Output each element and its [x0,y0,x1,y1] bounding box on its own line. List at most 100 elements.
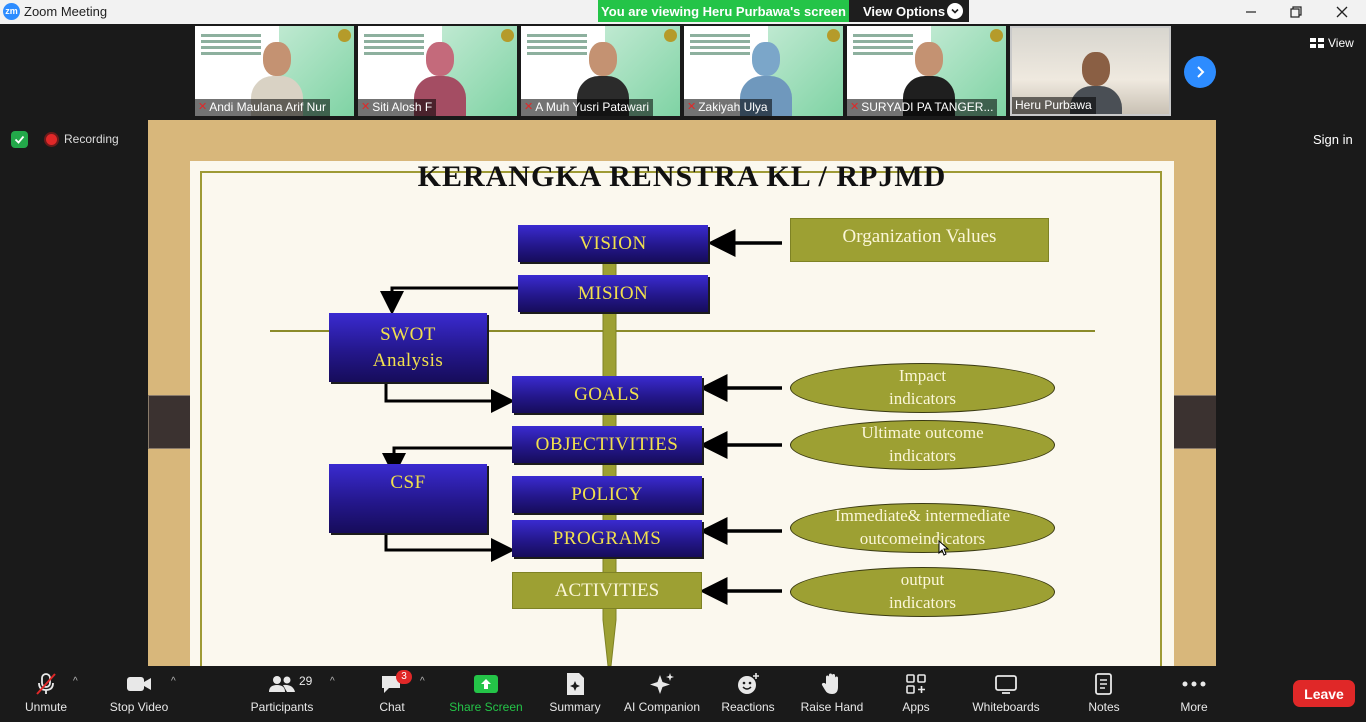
vision-box: VISION [518,225,708,262]
grid-view-icon [1310,38,1324,48]
raise-hand-button[interactable]: Raise Hand [798,670,866,720]
oval-line: indicators [888,593,957,612]
mouse-cursor-icon [938,540,950,556]
more-button[interactable]: More [1174,670,1214,720]
oval-line: indicators [888,446,957,465]
oval-line: indicators [888,389,957,408]
whiteboards-label: Whiteboards [972,700,1040,714]
chevron-up-icon[interactable]: ^ [171,676,176,687]
chevron-up-icon[interactable]: ^ [73,676,78,687]
chat-button[interactable]: Chat [374,670,410,720]
stop-video-button[interactable]: Stop Video [106,670,172,720]
close-button[interactable] [1319,0,1365,24]
smiley-plus-icon [738,673,759,694]
view-options-label: View Options [863,3,946,19]
summary-button[interactable]: Summary [545,670,605,720]
participant-tile[interactable]: ✕Siti Alosh F [358,26,517,116]
oval-line: Immediate& intermediate [834,506,1011,526]
participant-name-tag: ✕Andi Maulana Arif Nur [195,99,330,116]
recording-dot-icon [46,134,57,145]
mic-muted-icon: ✕ [361,101,371,113]
share-screen-button[interactable]: Share Screen [448,670,524,720]
objectivities-box: OBJECTIVITIES [512,426,702,463]
participant-name-tag: Heru Purbawa [1012,97,1096,114]
organization-values-box: Organization Values [790,218,1049,262]
reactions-label: Reactions [721,700,775,714]
policy-box: POLICY [512,476,702,513]
slide-title: KERANGKA RENSTRA KL / RPJMD [417,160,947,193]
restore-icon [1290,6,1302,18]
participant-tile-active[interactable]: Heru Purbawa [1010,26,1171,116]
minimize-button[interactable] [1228,0,1274,24]
oval-line: Impact [898,366,947,386]
participant-name-tag: ✕SURYADI PA TANGER... [847,99,998,116]
notes-button[interactable]: Notes [1084,670,1124,720]
chat-label: Chat [379,700,405,714]
reactions-button[interactable]: Reactions [718,670,778,720]
recording-label: Recording [64,132,119,146]
mic-muted-icon: ✕ [687,101,697,113]
minimize-icon [1246,11,1256,13]
close-icon [1336,6,1348,18]
slide-border [200,171,1162,666]
participant-name-tag: ✕Siti Alosh F [358,99,437,116]
microphone-muted-icon [36,673,56,695]
shield-check-icon[interactable] [11,131,28,148]
meeting-toolbar: Unmute ^ Stop Video ^ Participants 29 ^ … [0,668,1366,722]
oval-line: Ultimate outcome [861,423,984,443]
viewing-screen-banner: You are viewing Heru Purbawa's screen [598,0,849,22]
seal-icon [990,29,1003,42]
participants-button[interactable]: Participants [249,670,315,720]
leave-button[interactable]: Leave [1293,680,1355,707]
apps-button[interactable]: Apps [896,670,936,720]
participant-tile[interactable]: ✕A Muh Yusri Patawari [521,26,680,116]
raise-hand-label: Raise Hand [800,700,864,714]
arrow-objectivities-csf [382,446,512,477]
participant-video [251,42,303,116]
csf-box: CSF [329,464,487,533]
unmute-button[interactable]: Unmute [22,670,70,720]
participant-name-tag: ✕Zakiyah Ulya [684,99,772,116]
summary-icon [567,673,584,695]
participants-icon [269,676,295,692]
participant-tile[interactable]: ✕Andi Maulana Arif Nur [195,26,354,116]
participant-name-tag: ✕A Muh Yusri Patawari [521,99,654,116]
unmute-label: Unmute [24,700,68,714]
swot-label: SWOT [380,323,436,345]
arrow-mission-swot [380,286,518,315]
participant-tile[interactable]: ✕Zakiyah Ulya [684,26,843,116]
apps-label: Apps [902,700,930,714]
window-title: Zoom Meeting [24,4,108,19]
ai-companion-button[interactable]: AI Companion [620,670,704,720]
chevron-up-icon[interactable]: ^ [330,676,335,687]
activities-box: ACTIVITIES [512,572,702,609]
view-label: View [1328,36,1354,50]
mic-muted-icon: ✕ [850,101,860,113]
chat-unread-badge: 3 [396,670,412,684]
more-label: More [1180,700,1208,714]
sign-in-link[interactable]: Sign in [1313,132,1353,147]
participants-label: Participants [250,700,314,714]
seal-icon [664,29,677,42]
oval-line: outcomeindicators [859,529,986,548]
diagram-connectors [270,229,1095,666]
view-options-button[interactable]: View Options [849,0,969,22]
chevron-down-icon [947,3,963,19]
view-button[interactable]: View [1310,36,1354,50]
seal-icon [501,29,514,42]
zoom-logo-icon: zm [3,3,20,20]
participant-tile[interactable]: ✕SURYADI PA TANGER... [847,26,1006,116]
analysis-label: Analysis [372,349,444,371]
chevron-up-icon[interactable]: ^ [420,676,425,687]
apps-icon [906,674,926,694]
next-page-button[interactable] [1184,56,1216,88]
notes-label: Notes [1088,700,1120,714]
goals-box: GOALS [512,376,702,413]
mic-muted-icon: ✕ [198,101,208,113]
mission-box: MISION [518,275,708,312]
whiteboard-icon [995,675,1017,694]
swot-box: SWOT Analysis [329,313,487,382]
ai-companion-label: AI Companion [623,700,701,714]
whiteboards-button[interactable]: Whiteboards [966,670,1046,720]
restore-button[interactable] [1273,0,1319,24]
